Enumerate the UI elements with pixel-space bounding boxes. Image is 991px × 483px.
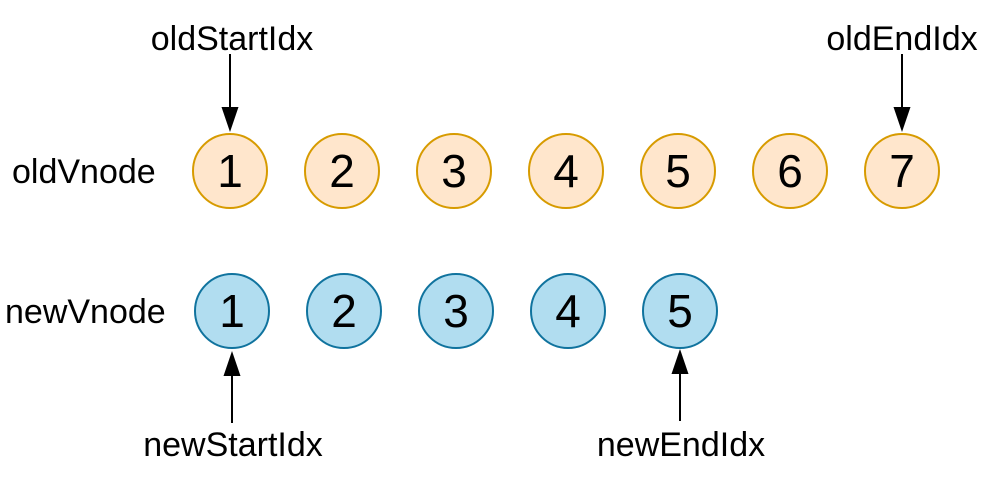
vnode-number: 5: [665, 145, 691, 197]
vnode-number: 5: [667, 285, 693, 337]
new-vnode-circle: 4: [530, 273, 606, 349]
new-vnode-circle: 5: [642, 273, 718, 349]
old-end-idx-label: oldEndIdx: [826, 20, 978, 58]
old-start-arrow-down-icon: [221, 54, 239, 132]
old-vnode-circle: 1: [192, 133, 268, 209]
new-vnode-circle: 2: [306, 273, 382, 349]
new-vnode-circle: 3: [418, 273, 494, 349]
old-vnode-circle: 7: [864, 133, 940, 209]
old-vnode-row-label: oldVnode: [12, 153, 156, 191]
old-vnode-row: 1 2 3 4 5 6 7: [192, 133, 940, 209]
old-start-idx-label: oldStartIdx: [150, 20, 314, 58]
vnode-number: 6: [777, 145, 803, 197]
vnode-number: 4: [553, 145, 579, 197]
old-vnode-circle: 5: [640, 133, 716, 209]
new-vnode-row-label: newVnode: [5, 293, 166, 331]
vnode-number: 4: [555, 285, 581, 337]
vnode-number: 3: [441, 145, 467, 197]
old-vnode-circle: 6: [752, 133, 828, 209]
new-start-idx-label: newStartIdx: [143, 426, 323, 464]
new-end-idx-label: newEndIdx: [596, 426, 766, 464]
old-vnode-circle: 3: [416, 133, 492, 209]
vnode-number: 2: [331, 285, 357, 337]
new-vnode-row: 1 2 3 4 5: [194, 273, 718, 349]
new-vnode-circle: 1: [194, 273, 270, 349]
old-vnode-circle: 4: [528, 133, 604, 209]
vnode-number: 1: [217, 145, 243, 197]
vnode-number: 7: [889, 145, 915, 197]
vnode-number: 2: [329, 145, 355, 197]
vnode-number: 1: [219, 285, 245, 337]
old-end-arrow-down-icon: [893, 54, 911, 132]
new-start-arrow-up-icon: [223, 351, 241, 423]
vnode-number: 3: [443, 285, 469, 337]
new-end-arrow-up-icon: [671, 349, 689, 421]
old-vnode-circle: 2: [304, 133, 380, 209]
